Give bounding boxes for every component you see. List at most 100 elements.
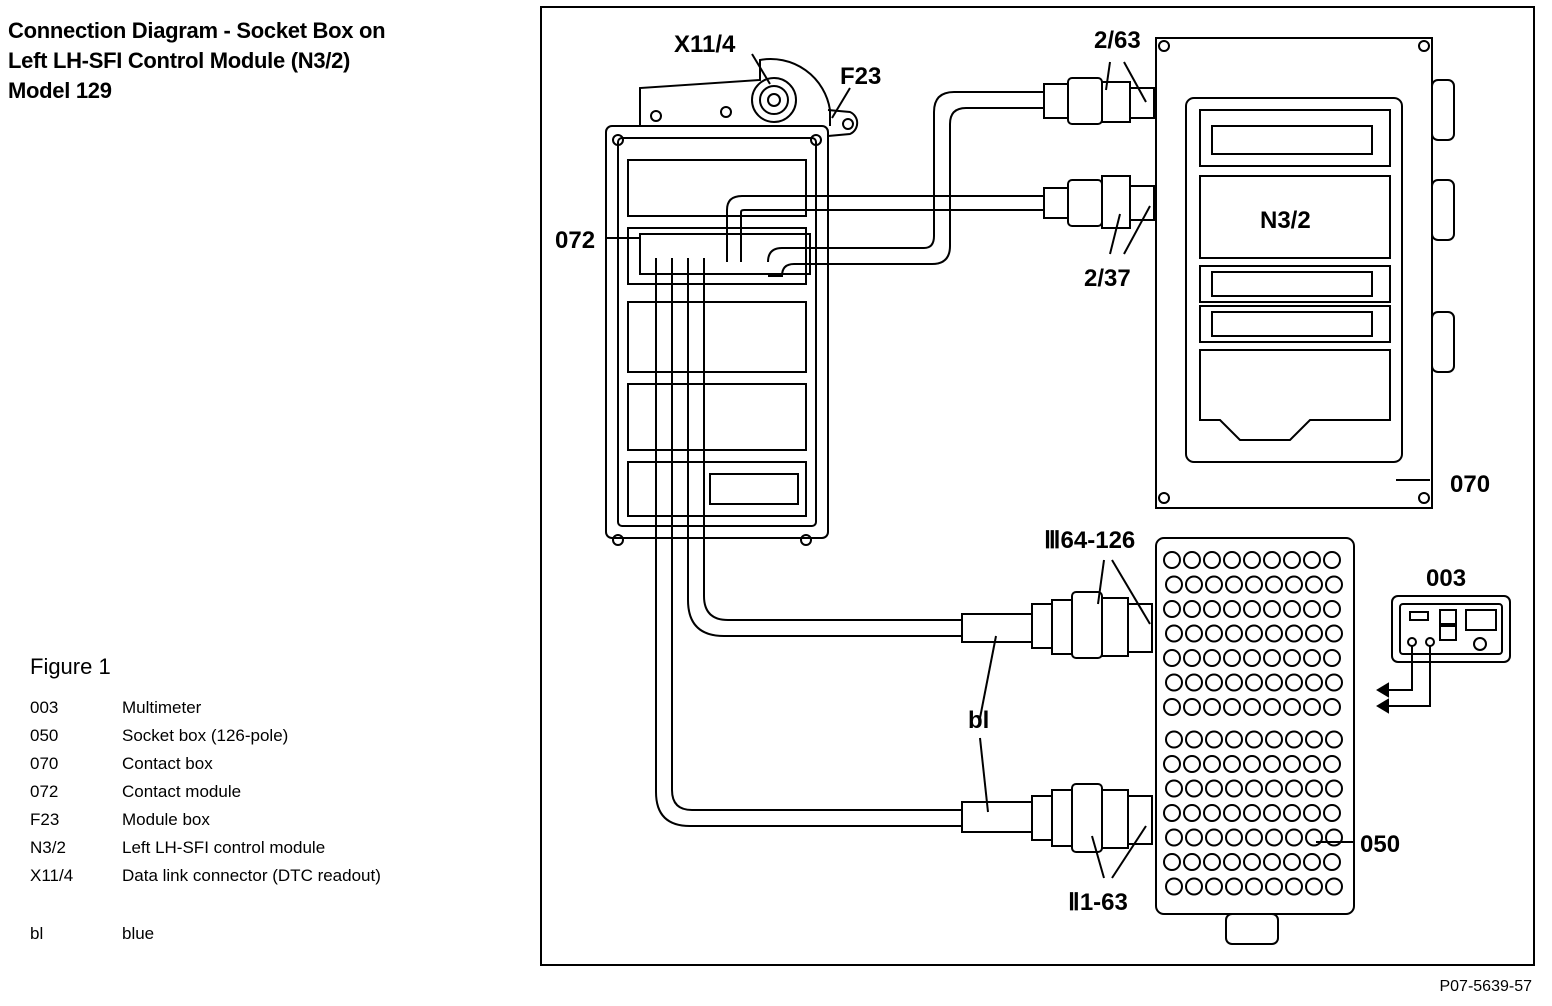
module-box-f23 bbox=[605, 58, 859, 546]
socket-hole bbox=[1163, 755, 1181, 773]
title-line-1: Connection Diagram - Socket Box on bbox=[8, 18, 386, 43]
socket-hole bbox=[1265, 673, 1283, 692]
diagram-title: Connection Diagram - Socket Box on Left … bbox=[8, 16, 386, 106]
socket-hole bbox=[1163, 804, 1181, 822]
socket-hole bbox=[1245, 779, 1263, 798]
socket-hole bbox=[1183, 853, 1201, 871]
title-line-3: Model 129 bbox=[8, 78, 112, 103]
label-070: 070 bbox=[1450, 471, 1490, 498]
socket-hole bbox=[1183, 698, 1201, 716]
socket-hole bbox=[1163, 649, 1181, 667]
socket-hole bbox=[1203, 551, 1221, 569]
socket-hole bbox=[1325, 624, 1343, 643]
socket-hole bbox=[1265, 877, 1283, 896]
legend-code: bl bbox=[30, 924, 44, 943]
label-2-63: 2/63 bbox=[1094, 27, 1141, 54]
socket-hole bbox=[1245, 575, 1263, 594]
socket-hole bbox=[1323, 600, 1341, 618]
socket-hole bbox=[1325, 779, 1343, 798]
cable-to-contact-box bbox=[726, 91, 1044, 277]
socket-hole bbox=[1285, 877, 1303, 896]
legend-code: 050 bbox=[30, 726, 59, 745]
plug-2-37 bbox=[1043, 175, 1155, 229]
socket-hole bbox=[1323, 853, 1341, 871]
socket-hole bbox=[1263, 649, 1281, 667]
label-x114: X11/4 bbox=[674, 31, 736, 58]
socket-hole bbox=[1243, 649, 1261, 667]
socket-hole bbox=[1263, 600, 1281, 618]
data-link-connector-x114 bbox=[751, 77, 797, 123]
socket-hole bbox=[1165, 575, 1183, 594]
socket-hole bbox=[1245, 673, 1263, 692]
socket-hole bbox=[1165, 624, 1183, 643]
socket-hole bbox=[1263, 853, 1281, 871]
socket-hole bbox=[1283, 698, 1301, 716]
socket-hole bbox=[1325, 877, 1343, 896]
socket-hole bbox=[1223, 853, 1241, 871]
contact-module-072 bbox=[605, 233, 811, 275]
socket-hole bbox=[1203, 600, 1221, 618]
socket-hole bbox=[1245, 828, 1263, 847]
socket-hole bbox=[1305, 779, 1323, 798]
socket-hole bbox=[1225, 673, 1243, 692]
socket-hole bbox=[1205, 673, 1223, 692]
socket-hole bbox=[1243, 551, 1261, 569]
socket-hole bbox=[1323, 698, 1341, 716]
socket-hole bbox=[1165, 877, 1183, 896]
socket-hole bbox=[1285, 673, 1303, 692]
socket-hole bbox=[1165, 730, 1183, 749]
socket-hole bbox=[1243, 804, 1261, 822]
socket-hole bbox=[1223, 698, 1241, 716]
socket-hole bbox=[1185, 673, 1203, 692]
label-003: 003 bbox=[1426, 565, 1466, 592]
socket-hole bbox=[1203, 649, 1221, 667]
socket-hole bbox=[1205, 877, 1223, 896]
legend-description: Socket box (126-pole) bbox=[122, 726, 289, 745]
socket-hole bbox=[1185, 828, 1203, 847]
socket-hole bbox=[1285, 828, 1303, 847]
label-f23: F23 bbox=[840, 63, 881, 90]
label-2-37: 2/37 bbox=[1084, 265, 1131, 292]
socket-hole bbox=[1283, 755, 1301, 773]
socket-hole bbox=[1283, 649, 1301, 667]
socket-hole bbox=[1183, 600, 1201, 618]
socket-hole bbox=[1323, 804, 1341, 822]
label-1-63: Ⅱ1-63 bbox=[1068, 889, 1128, 916]
socket-hole bbox=[1285, 624, 1303, 643]
legend-code: 003 bbox=[30, 698, 59, 717]
legend-description: Module box bbox=[122, 810, 210, 829]
socket-hole bbox=[1185, 730, 1203, 749]
socket-hole bbox=[1305, 730, 1323, 749]
socket-hole bbox=[1245, 730, 1263, 749]
socket-hole bbox=[1243, 853, 1261, 871]
socket-hole bbox=[1205, 730, 1223, 749]
socket-hole bbox=[1263, 755, 1281, 773]
socket-hole bbox=[1323, 551, 1341, 569]
legend-code: X11/4 bbox=[30, 866, 74, 885]
socket-hole bbox=[1263, 698, 1281, 716]
legend-code: N3/2 bbox=[30, 838, 66, 857]
socket-hole bbox=[1303, 600, 1321, 618]
socket-grid bbox=[1163, 551, 1343, 896]
socket-hole bbox=[1205, 828, 1223, 847]
socket-hole bbox=[1183, 755, 1201, 773]
socket-hole bbox=[1205, 624, 1223, 643]
socket-hole bbox=[1185, 779, 1203, 798]
socket-hole bbox=[1263, 551, 1281, 569]
socket-hole bbox=[1225, 624, 1243, 643]
socket-hole bbox=[1283, 551, 1301, 569]
cable-to-socket-box bbox=[655, 258, 1033, 833]
socket-hole bbox=[1325, 575, 1343, 594]
socket-hole bbox=[1323, 649, 1341, 667]
socket-hole bbox=[1223, 649, 1241, 667]
plug-1-63 bbox=[1031, 783, 1153, 853]
socket-hole bbox=[1225, 730, 1243, 749]
socket-hole bbox=[1243, 698, 1261, 716]
socket-hole bbox=[1203, 853, 1221, 871]
socket-hole bbox=[1225, 779, 1243, 798]
socket-hole bbox=[1303, 551, 1321, 569]
